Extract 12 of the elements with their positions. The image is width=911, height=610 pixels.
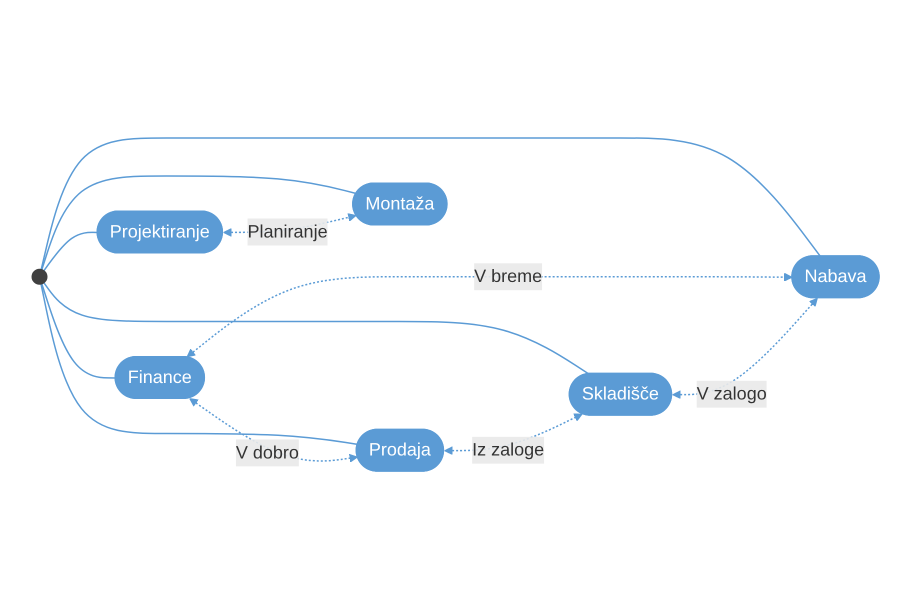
edge-label: Planiranje bbox=[247, 222, 328, 242]
edge-label: Iz zaloge bbox=[472, 440, 544, 460]
connector bbox=[40, 138, 821, 270]
connector bbox=[40, 284, 358, 446]
arrow bbox=[186, 273, 792, 358]
edge-label: V zalogo bbox=[696, 384, 767, 404]
node-circle bbox=[31, 269, 48, 286]
connector bbox=[40, 284, 116, 380]
edge-label: V breme bbox=[474, 266, 542, 287]
connector bbox=[43, 282, 589, 375]
edge-label: V dobro bbox=[236, 442, 299, 463]
connector bbox=[43, 232, 98, 272]
